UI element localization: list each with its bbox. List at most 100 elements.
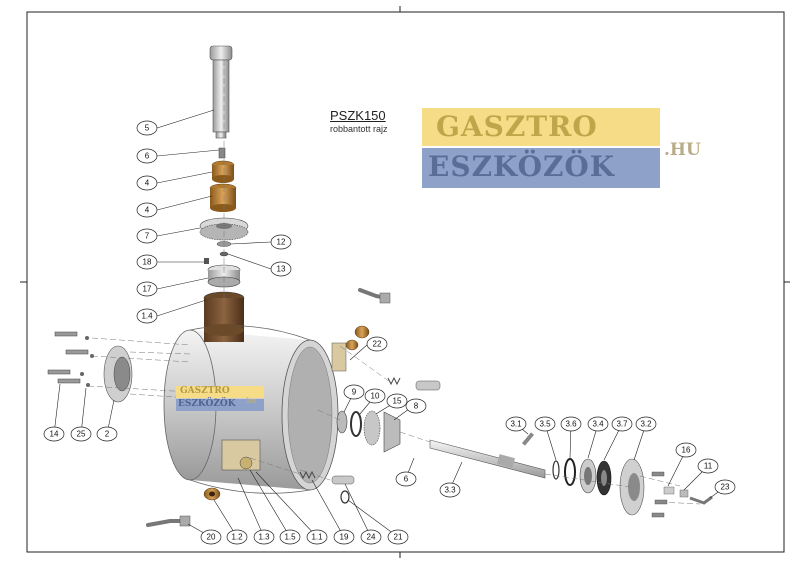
svg-text:16: 16 [682, 446, 691, 455]
drawing-subtitle: robbantott rajz [330, 124, 388, 134]
callout-22: 22 [366, 336, 388, 352]
small-logo-band-bottom [176, 399, 264, 411]
svg-text:1.2: 1.2 [231, 533, 243, 542]
logo-suffix: .HU [664, 140, 701, 160]
callout-12: 12 [270, 234, 292, 250]
callout-1.3: 1.3 [253, 529, 275, 545]
bushings-upper [345, 325, 370, 351]
logo-line-1: GASZTRO [436, 110, 598, 143]
svg-text:10: 10 [371, 392, 380, 401]
callout-3.1: 3.1 [505, 416, 527, 432]
callout-2: 2 [96, 426, 118, 442]
ring-part-3.6 [564, 458, 576, 486]
svg-text:3.4: 3.4 [592, 420, 604, 429]
callout-3.4: 3.4 [587, 416, 609, 432]
pin-upper [415, 380, 441, 391]
handle-part-20 [146, 515, 191, 527]
svg-text:3.2: 3.2 [640, 420, 652, 429]
svg-text:12: 12 [277, 238, 286, 247]
svg-text:18: 18 [143, 258, 152, 267]
spring-upper [387, 376, 401, 386]
callout-4-b: 4 [136, 202, 158, 218]
callout-16: 16 [675, 442, 697, 458]
callout-1.1: 1.1 [306, 529, 328, 545]
svg-text:23: 23 [721, 483, 730, 492]
flange-part-3.2 [619, 458, 645, 516]
callout-8: 8 [405, 398, 427, 414]
svg-text:3.6: 3.6 [565, 420, 577, 429]
callout-6-top: 6 [136, 148, 158, 164]
callout-23: 23 [714, 479, 736, 495]
callout-1.2: 1.2 [226, 529, 248, 545]
svg-text:3.3: 3.3 [444, 486, 456, 495]
bushing-part-4-lower [209, 183, 237, 212]
callout-1.5: 1.5 [279, 529, 301, 545]
svg-text:6: 6 [404, 475, 409, 484]
bushing-part-1.2 [203, 487, 221, 501]
svg-text:21: 21 [394, 533, 403, 542]
bolts-right [651, 471, 668, 518]
screw-part-11 [679, 489, 689, 498]
svg-text:14: 14 [50, 430, 59, 439]
small-logo-suffix: .hu [244, 396, 257, 405]
callout-5: 5 [136, 120, 158, 136]
callout-15: 15 [386, 393, 408, 409]
main-shaft-part-3.3 [429, 439, 546, 479]
callout-17: 17 [136, 281, 158, 297]
svg-text:13: 13 [277, 265, 286, 274]
logo-line-2: ESZKÖZÖK [428, 150, 616, 183]
callout-4-a: 4 [136, 175, 158, 191]
vertical-shaft-part-5 [209, 45, 233, 139]
callout-21: 21 [387, 529, 409, 545]
callout-3.5: 3.5 [534, 416, 556, 432]
sheet-border [26, 11, 785, 553]
ring-part-21 [340, 490, 350, 504]
svg-text:1.4: 1.4 [141, 312, 153, 321]
svg-text:1.1: 1.1 [311, 533, 323, 542]
callout-20: 20 [200, 529, 222, 545]
screw-part-18 [204, 258, 209, 264]
svg-text:19: 19 [340, 533, 349, 542]
small-logo-line-2: ESZKÖZÖK [178, 399, 236, 409]
svg-text:1.5: 1.5 [284, 533, 296, 542]
svg-text:11: 11 [704, 462, 713, 471]
bevel-gear-part-8 [383, 411, 401, 453]
callout-1.4: 1.4 [136, 308, 158, 324]
callout-7: 7 [136, 228, 158, 244]
svg-text:7: 7 [145, 232, 150, 241]
key-part-3.1 [521, 432, 535, 446]
callout-3.7: 3.7 [611, 416, 633, 432]
callout-24: 24 [360, 529, 382, 545]
handle-part-20-top [358, 288, 391, 304]
side-block-part-22 [331, 342, 347, 372]
ring-part-3.5 [552, 460, 560, 480]
callout-13: 13 [270, 261, 292, 277]
svg-text:3.5: 3.5 [539, 420, 551, 429]
svg-text:3.1: 3.1 [510, 420, 522, 429]
svg-text:17: 17 [143, 285, 152, 294]
callout-6-bottom: 6 [395, 471, 417, 487]
svg-text:2: 2 [105, 430, 110, 439]
small-logo-line-1: GASZTRO [180, 386, 230, 396]
callout-3.3: 3.3 [439, 482, 461, 498]
handle-part-23 [689, 495, 713, 505]
spring-part-19 [299, 470, 316, 480]
logo-band-bottom [422, 148, 660, 188]
svg-text:15: 15 [393, 397, 402, 406]
svg-text:6: 6 [145, 152, 150, 161]
flange-part-2 [103, 345, 133, 403]
bearing-part-3.7 [596, 460, 612, 496]
svg-text:3.7: 3.7 [616, 420, 628, 429]
callout-3.2: 3.2 [635, 416, 657, 432]
svg-text:24: 24 [367, 533, 376, 542]
drawing-title: PSZK150 [330, 108, 386, 123]
callout-9: 9 [343, 384, 365, 400]
pin-part-6 [218, 147, 226, 159]
bushing-part-4-upper [211, 160, 235, 183]
svg-text:25: 25 [77, 430, 86, 439]
callout-10: 10 [364, 388, 386, 404]
svg-text:8: 8 [414, 402, 419, 411]
pin-part-24 [331, 475, 355, 485]
